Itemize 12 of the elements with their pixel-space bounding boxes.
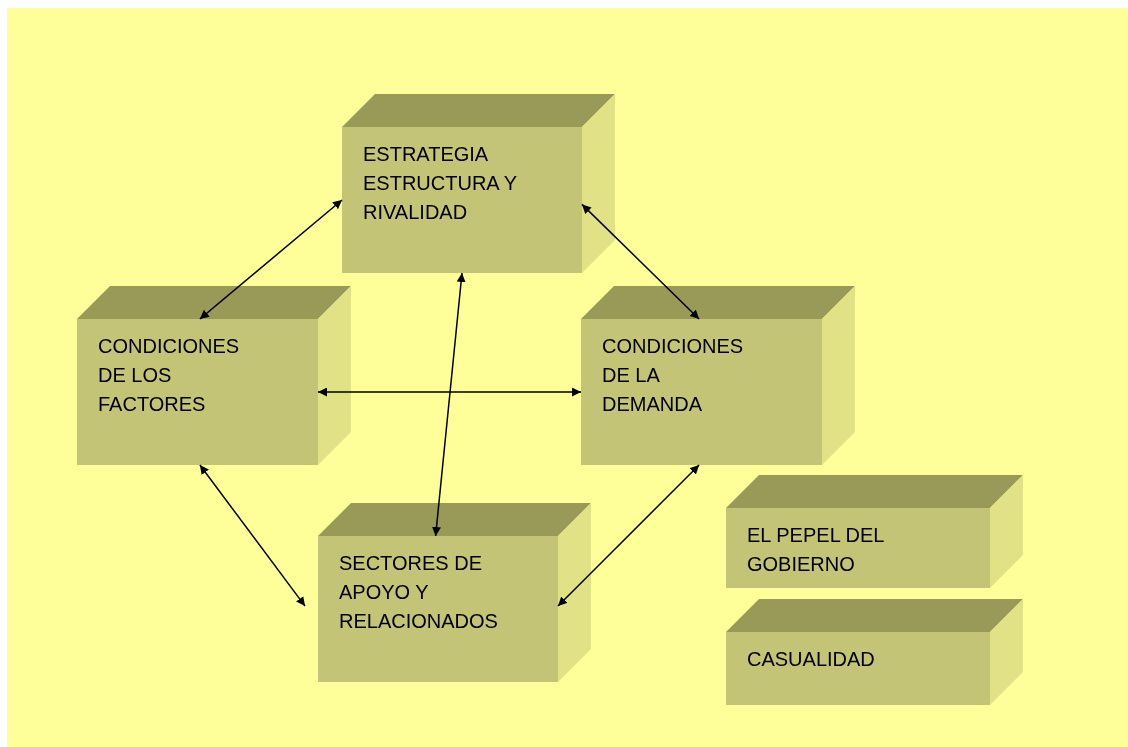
double-arrow (317, 387, 582, 397)
double-arrow (199, 199, 343, 320)
node-label: CONDICIONES DE LOS FACTORES (98, 334, 241, 417)
node-label: CASUALIDAD (747, 647, 876, 672)
node-label: EL PEPEL DEL GOBIERNO (747, 523, 885, 577)
node-label: ESTRATEGIA ESTRUCTURA Y RIVALIDAD (363, 142, 518, 225)
node-label: CONDICIONES DE LA DEMANDA (602, 334, 745, 417)
double-arrow (199, 464, 306, 607)
double-arrow (432, 272, 466, 537)
double-arrow (557, 464, 700, 607)
node-label: SECTORES DE APOYO Y RELACIONADOS (339, 551, 499, 634)
double-arrow (581, 203, 700, 320)
